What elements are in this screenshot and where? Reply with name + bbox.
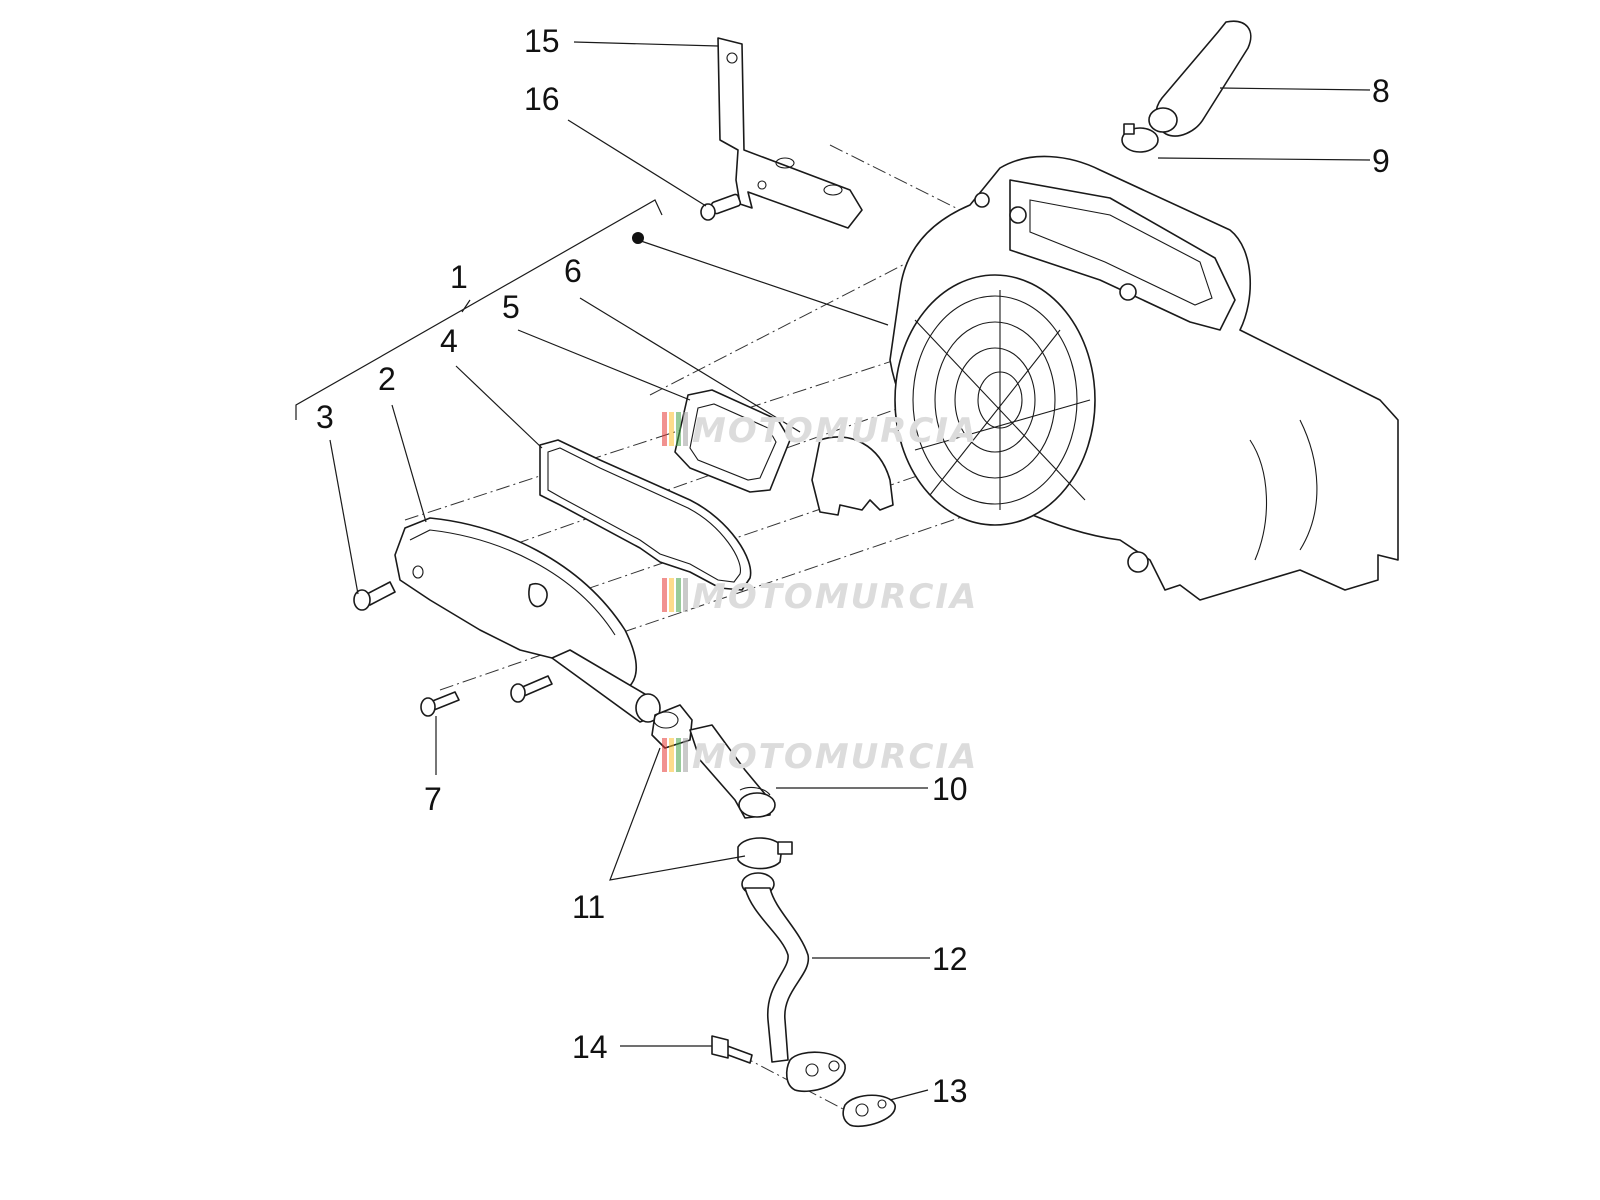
callout-8: 8 [1372, 73, 1390, 109]
hose [1148, 20, 1252, 137]
callout-5: 5 [502, 289, 520, 325]
watermark-text: MOTOMURCIA [692, 737, 978, 777]
watermark-text: MOTOMURCIA [692, 411, 978, 451]
callout-10: 10 [932, 771, 968, 807]
callout-3: 3 [316, 399, 334, 435]
callout-16: 16 [524, 81, 560, 117]
callout-2: 2 [378, 361, 396, 397]
bracket [717, 37, 863, 229]
screw-7b [510, 675, 553, 703]
reference-dot [632, 232, 644, 244]
callout-1: 1 [450, 259, 468, 295]
callout-14: 14 [572, 1029, 608, 1065]
gasket-4 [539, 439, 752, 591]
ring-11a [651, 704, 693, 749]
ring-11b [737, 837, 793, 870]
elbow-hose-10 [689, 724, 776, 819]
callout-9: 9 [1372, 143, 1390, 179]
callout-4: 4 [440, 323, 458, 359]
callout-13: 13 [932, 1073, 968, 1109]
screw-3 [353, 581, 396, 611]
callout-11: 11 [572, 889, 605, 925]
filter-piece-6 [811, 436, 894, 516]
callout-7: 7 [424, 781, 442, 817]
watermark-text: MOTOMURCIA [692, 577, 978, 617]
callout-6: 6 [564, 253, 582, 289]
cover-plate-2 [394, 517, 661, 723]
bolt-14 [711, 1035, 753, 1064]
gasket-13 [842, 1094, 896, 1128]
watermark-1: MOTOMURCIA [662, 411, 978, 451]
bolt-16 [700, 193, 742, 221]
callout-12: 12 [932, 941, 968, 977]
callout-15: 15 [524, 23, 560, 59]
watermark-3: MOTOMURCIA [662, 737, 978, 777]
screw-7 [420, 691, 460, 717]
callout-labels: 15 16 8 9 1 6 5 4 2 3 7 10 11 12 14 13 [316, 23, 1390, 1109]
inner-frame-5 [674, 389, 791, 493]
watermark-2: MOTOMURCIA [662, 577, 978, 617]
leader-lines [295, 41, 1371, 1101]
clamp-9 [1121, 123, 1159, 153]
pipe-12 [741, 872, 846, 1092]
fan-housing [889, 155, 1399, 601]
